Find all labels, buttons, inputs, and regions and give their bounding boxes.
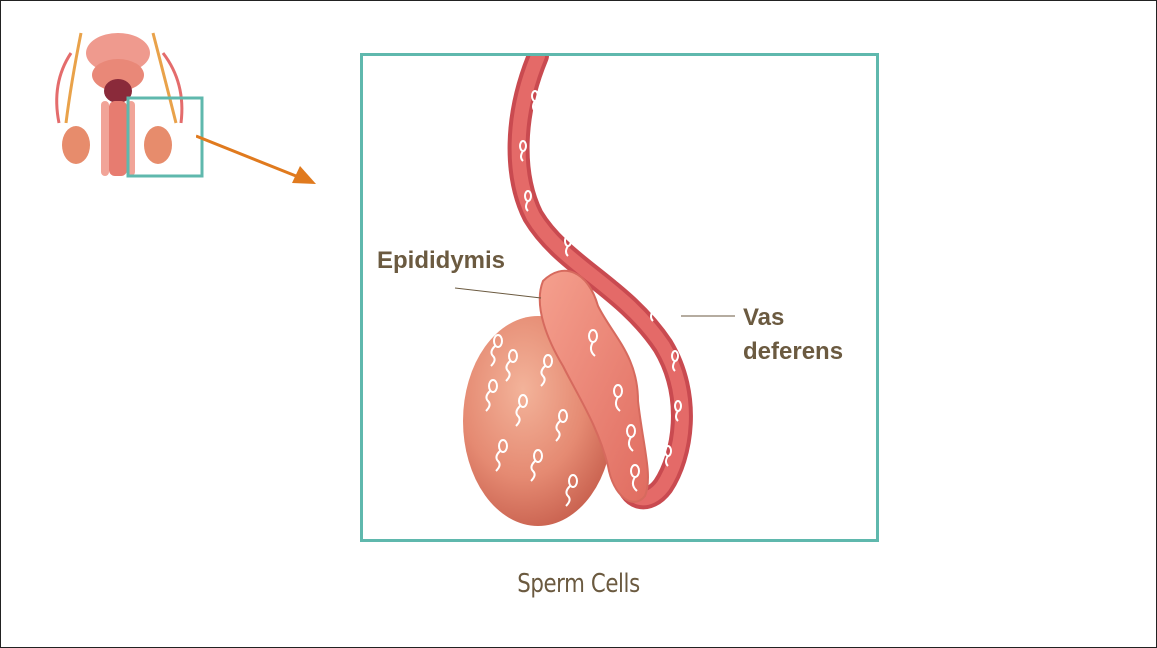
reproductive-system-thumbnail — [41, 23, 216, 188]
vas-deferens-label: Vas deferens — [743, 301, 843, 369]
zoom-arrow-icon — [196, 126, 331, 196]
caption: Sperm Cells — [105, 569, 1052, 599]
zoomed-illustration-frame: Epididymis Vas deferens — [360, 53, 879, 542]
vas-deferens-label-line1: Vas — [743, 301, 843, 335]
epididymis-leader-line — [455, 288, 541, 298]
testis-illustration — [363, 56, 876, 539]
epididymis-label: Epididymis — [377, 244, 505, 278]
vas-deferens-label-line2: deferens — [743, 335, 843, 369]
